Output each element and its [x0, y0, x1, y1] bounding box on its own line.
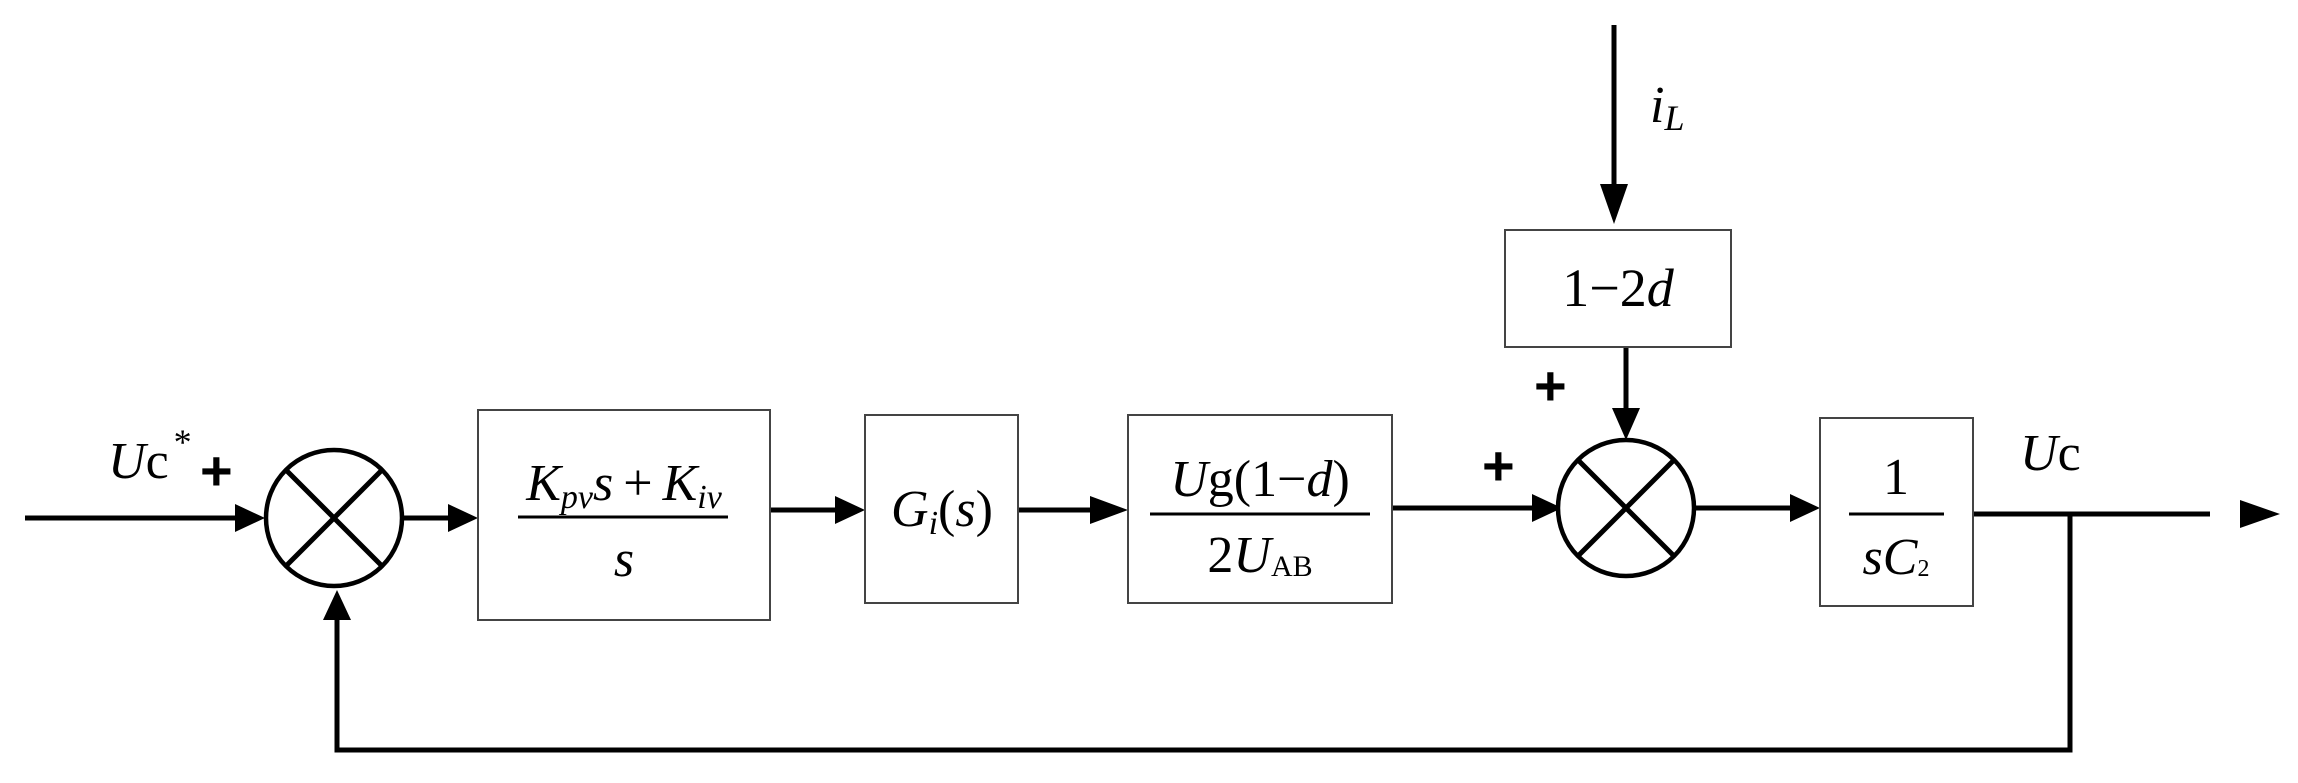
output-signal-label: Uc: [2020, 425, 2081, 482]
summing-junction-2: [1555, 437, 1697, 579]
feedback-path: [334, 514, 2073, 753]
capacitor-numerator: 1: [1883, 449, 1909, 506]
gain-input-arrowhead: [1090, 496, 1128, 524]
sum2-top-arrowhead: [1612, 408, 1640, 440]
gain-numerator: Ug(1−d): [1170, 451, 1350, 508]
capacitor-block: [1819, 417, 1974, 607]
pi-controller-block: [477, 409, 771, 621]
sum2-left-sign: +: [1482, 434, 1515, 497]
coupling-block: [1504, 229, 1732, 348]
input-arrowhead: [235, 504, 265, 532]
disturbance-signal-label: iL: [1650, 77, 1684, 138]
pi-numerator: Kpvs+Kiv: [525, 455, 722, 516]
pi-denominator: s: [614, 531, 634, 588]
sum2-input-arrowhead: [1532, 494, 1562, 522]
coupling-gain: 1−2d: [1562, 258, 1674, 318]
input-signal-label: Uc*: [108, 422, 192, 490]
output-arrowhead: [2240, 500, 2280, 528]
sum2-top-sign: +: [1534, 354, 1567, 417]
gain-block: [1127, 414, 1393, 604]
disturbance-arrowhead: [1600, 184, 1628, 224]
feedback-arrowhead: [323, 590, 351, 620]
sum1-input-sign: +: [200, 439, 233, 502]
capacitor-input-arrowhead: [1790, 494, 1820, 522]
current-loop-block: [864, 414, 1019, 604]
summing-junction-1: [263, 447, 405, 589]
gain-denominator: 2UAB: [1207, 527, 1312, 584]
capacitor-denominator: sC2: [1863, 529, 1930, 586]
pi-input-arrowhead: [448, 504, 478, 532]
current-loop-transfer-function: Gi(s): [891, 481, 993, 542]
gi-input-arrowhead: [835, 496, 865, 524]
